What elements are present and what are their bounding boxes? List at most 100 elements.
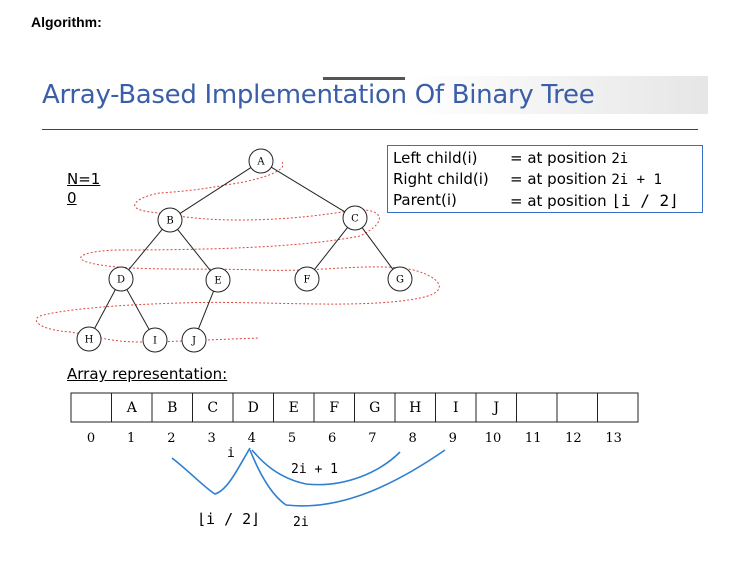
formula-label: Left child(i) [393,149,478,167]
array-cell-8: H [394,392,436,423]
tree-node-circle [108,266,134,292]
slide-title: Array-Based Implementation Of Binary Tre… [42,80,595,110]
tree-edge [128,228,163,271]
array-cell-13 [597,392,639,423]
tree-node-circle [157,207,183,233]
formula-eq: = at position [510,170,607,188]
formula-expr: 2i + 1 [611,172,662,188]
parent-annotation: ⌊i / 2⌋ [197,510,260,528]
scribble-traversal [35,161,440,343]
tree-node-label: B [166,216,173,227]
tree-edge [314,227,348,270]
array-representation-label: Array representation: [67,365,228,383]
array-cell-3: C [192,392,234,423]
tree-node-b: B [157,207,183,233]
tree-node-i: I [142,327,168,353]
formula-expr: 2i [611,151,629,167]
tree-edge [197,290,215,330]
array-cell-0 [70,392,112,423]
array-cell-box [435,392,477,423]
array-index-1: 1 [127,431,135,446]
tree-edge [361,227,394,270]
array-cell-box [475,392,517,423]
tree-edge [94,289,116,329]
formula-value: = at position ⌊i / 2⌋ [510,190,679,212]
array-cell-value: F [329,400,339,416]
array-index-7: 7 [368,431,376,446]
array-cell-4: D [232,392,274,423]
tree-node-circle [387,266,413,292]
array-cell-value: J [491,400,499,416]
tree-node-c: C [342,205,368,231]
right-child-arrow-curve [251,449,401,486]
tree-node-circle [294,266,320,292]
array-cell-value: E [289,400,299,416]
title-top-bar [323,77,405,80]
tree-node-label: F [304,275,311,286]
formula-box: Left child(i) = at position 2i Right chi… [387,145,703,213]
n-label-line1: N=1 [67,170,101,188]
array-index-4: 4 [248,431,256,446]
n-label-line2: 0 [67,189,77,207]
tree-node-label: C [351,214,359,225]
array-cell-5: E [273,392,315,423]
array-cell-2: B [151,392,193,423]
parent-arrow-curve [171,447,251,495]
tree-edge [271,166,345,213]
array-cell-box [556,392,598,423]
array-cell-7: G [354,392,396,423]
formula-label: Parent(i) [393,191,457,209]
array-cell-box [111,392,153,423]
tree-node-circle [76,326,102,352]
formula-label: Right child(i) [393,170,489,188]
array-cell-value: C [207,400,218,416]
tree-node-g: G [387,266,413,292]
array-cell-10: J [475,392,517,423]
array-cell-box [70,392,112,423]
tree-node-circle [342,205,368,231]
array-index-13: 13 [605,431,622,446]
tree-node-label: J [191,336,196,347]
array-index-12: 12 [565,431,582,446]
tree-node-label: H [85,335,94,346]
tree-node-label: A [256,157,265,168]
array-cell-box [192,392,234,423]
tree-edge [179,167,252,214]
formula-left-child: Left child(i) = at position 2i [393,148,702,169]
array-index-0: 0 [87,431,95,446]
array-cell-box [232,392,274,423]
array-index-3: 3 [207,431,215,446]
array-index-9: 9 [449,431,457,446]
n-label: N=1 0 [67,170,100,208]
tree-node-label: E [214,276,221,287]
array-cell-box [354,392,396,423]
title-rule [42,129,698,130]
tree-node-d: D [108,266,134,292]
tree-node-label: G [396,275,404,286]
array-index-5: 5 [288,431,296,446]
tree-node-h: H [76,326,102,352]
array-cell-box [313,392,355,423]
tree-node-circle [248,148,274,174]
formula-expr: ⌊i / 2⌋ [611,191,679,210]
formula-right-child: Right child(i) = at position 2i + 1 [393,169,702,190]
left-child-annotation: 2i [293,515,309,530]
right-child-annotation: 2i + 1 [291,462,338,477]
array-cell-value: G [369,400,380,416]
tree-node-label: D [117,275,125,286]
array-index-6: 6 [328,431,336,446]
tree-node-e: E [205,267,231,293]
tree-node-j: J [181,327,207,353]
array-cell-box [394,392,436,423]
tree-node-circle [142,327,168,353]
array-cell-value: H [409,400,421,416]
array-cell-box [516,392,558,423]
tree-node-f: F [294,266,320,292]
array-cell-value: B [167,400,177,416]
array-cell-value: I [453,400,459,416]
array-cell-11 [516,392,558,423]
array-cell-box [597,392,639,423]
left-child-arrow-curve [249,449,446,507]
array-cell-6: F [313,392,355,423]
